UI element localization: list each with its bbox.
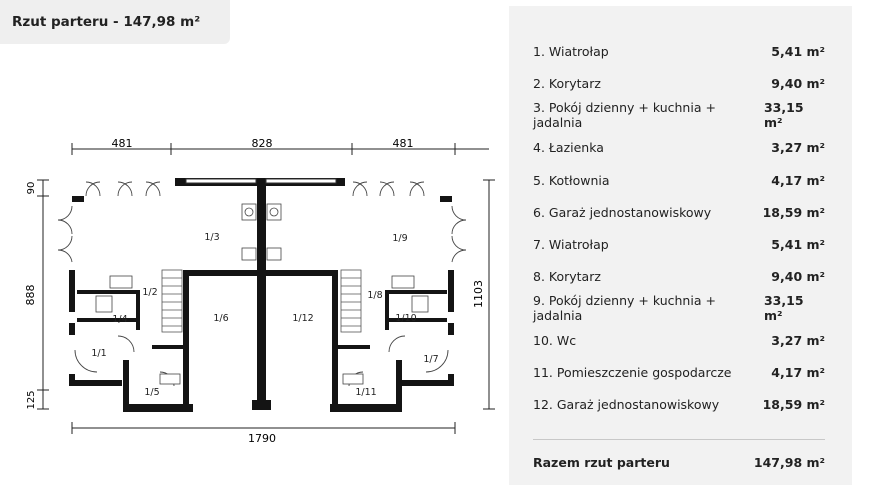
- fixtures: [95, 203, 429, 385]
- room-label: 1/7: [423, 354, 438, 365]
- windows: [185, 178, 337, 184]
- room-label: 1/6: [213, 313, 228, 324]
- dim-left-top: 90: [26, 182, 37, 195]
- room-label: 1/3: [204, 232, 219, 243]
- total-divider: [533, 439, 825, 440]
- room-row: 9. Pokój dzienny + kuchnia + jadalnia 33…: [533, 293, 825, 323]
- room-area: 9,40 m²: [771, 268, 825, 284]
- dim-top-left: 481: [112, 137, 133, 150]
- room-labels: 1/1 1/2 1/3 1/4 1/5 1/6 1/7 1/8 1/9 1/10…: [91, 232, 438, 398]
- dim-bottom: 1790: [248, 432, 276, 445]
- room-name: 9. Pokój dzienny + kuchnia + jadalnia: [533, 293, 716, 323]
- room-row: 7. Wiatrołap 5,41 m²: [533, 234, 825, 254]
- room-row: 8. Korytarz 9,40 m²: [533, 266, 825, 286]
- room-label: 1/12: [292, 313, 313, 324]
- room-area: 4,17 m²: [771, 364, 825, 380]
- room-name: 6. Garaż jednostanowiskowy: [533, 204, 712, 220]
- room-area: 18,59 m²: [762, 204, 825, 220]
- total-row: Razem rzut parteru 147,98 m²: [533, 452, 825, 472]
- room-name: 1. Wiatrołap: [533, 43, 609, 59]
- room-label: 1/11: [355, 387, 376, 398]
- floor-plan-drawing: 481 828 481 90 888 125 1103 1790: [24, 137, 495, 445]
- room-name: 10. Wc: [533, 332, 577, 348]
- stairs: [161, 269, 362, 333]
- total-label: Razem rzut parteru: [533, 454, 670, 470]
- room-area: 33,15 m²: [763, 100, 804, 130]
- room-label: 1/10: [395, 313, 416, 324]
- dim-left-bot: 125: [26, 390, 37, 409]
- floor-plan-card: Rzut parteru - 147,98 m² 481 828 481 90 …: [0, 0, 495, 445]
- dim-left-mid: 888: [24, 285, 37, 306]
- room-name: 3. Pokój dzienny + kuchnia + jadalnia: [533, 100, 716, 130]
- room-row: 6. Garaż jednostanowiskowy 18,59 m²: [533, 202, 825, 222]
- room-row: 11. Pomieszczenie gospodarcze 4,17 m²: [533, 362, 825, 382]
- room-list-panel: 1. Wiatrołap 5,41 m² 2. Korytarz 9,40 m²…: [509, 6, 852, 485]
- dim-top-mid: 828: [252, 137, 273, 150]
- room-label: 1/8: [367, 290, 382, 301]
- room-name: 12. Garaż jednostanowiskowy: [533, 396, 720, 412]
- room-label: 1/1: [91, 348, 106, 359]
- room-row: 1. Wiatrołap 5,41 m²: [533, 41, 825, 61]
- room-area: 9,40 m²: [771, 75, 825, 91]
- room-area: 18,59 m²: [762, 396, 825, 412]
- total-area: 147,98 m²: [753, 454, 825, 470]
- plan-title: Rzut parteru - 147,98 m²: [0, 0, 230, 44]
- room-area: 3,27 m²: [771, 139, 825, 155]
- room-row: 12. Garaż jednostanowiskowy 18,59 m²: [533, 394, 825, 414]
- room-row: 3. Pokój dzienny + kuchnia + jadalnia 33…: [533, 100, 825, 130]
- room-row: 4. Łazienka 3,27 m²: [533, 137, 825, 157]
- room-area: 33,15 m²: [763, 293, 804, 323]
- room-row: 10. Wc 3,27 m²: [533, 330, 825, 350]
- room-label: 1/2: [142, 287, 157, 298]
- room-area: 3,27 m²: [771, 332, 825, 348]
- room-name: 5. Kotłownia: [533, 172, 610, 188]
- dimension-lines: [37, 143, 495, 434]
- room-row: 2. Korytarz 9,40 m²: [533, 73, 825, 93]
- room-label: 1/9: [392, 233, 407, 244]
- room-area: 5,41 m²: [771, 236, 825, 252]
- room-name: 8. Korytarz: [533, 268, 601, 284]
- room-name: 11. Pomieszczenie gospodarcze: [533, 364, 732, 380]
- dim-right: 1103: [472, 280, 485, 308]
- room-row: 5. Kotłownia 4,17 m²: [533, 170, 825, 190]
- room-name: 2. Korytarz: [533, 75, 601, 91]
- door-swings: [57, 181, 467, 387]
- dim-top-right: 481: [393, 137, 414, 150]
- room-area: 4,17 m²: [771, 172, 825, 188]
- walls: [69, 178, 454, 412]
- room-label: 1/4: [112, 314, 127, 325]
- room-label: 1/5: [144, 387, 159, 398]
- room-name: 4. Łazienka: [533, 139, 604, 155]
- room-name: 7. Wiatrołap: [533, 236, 609, 252]
- room-area: 5,41 m²: [771, 43, 825, 59]
